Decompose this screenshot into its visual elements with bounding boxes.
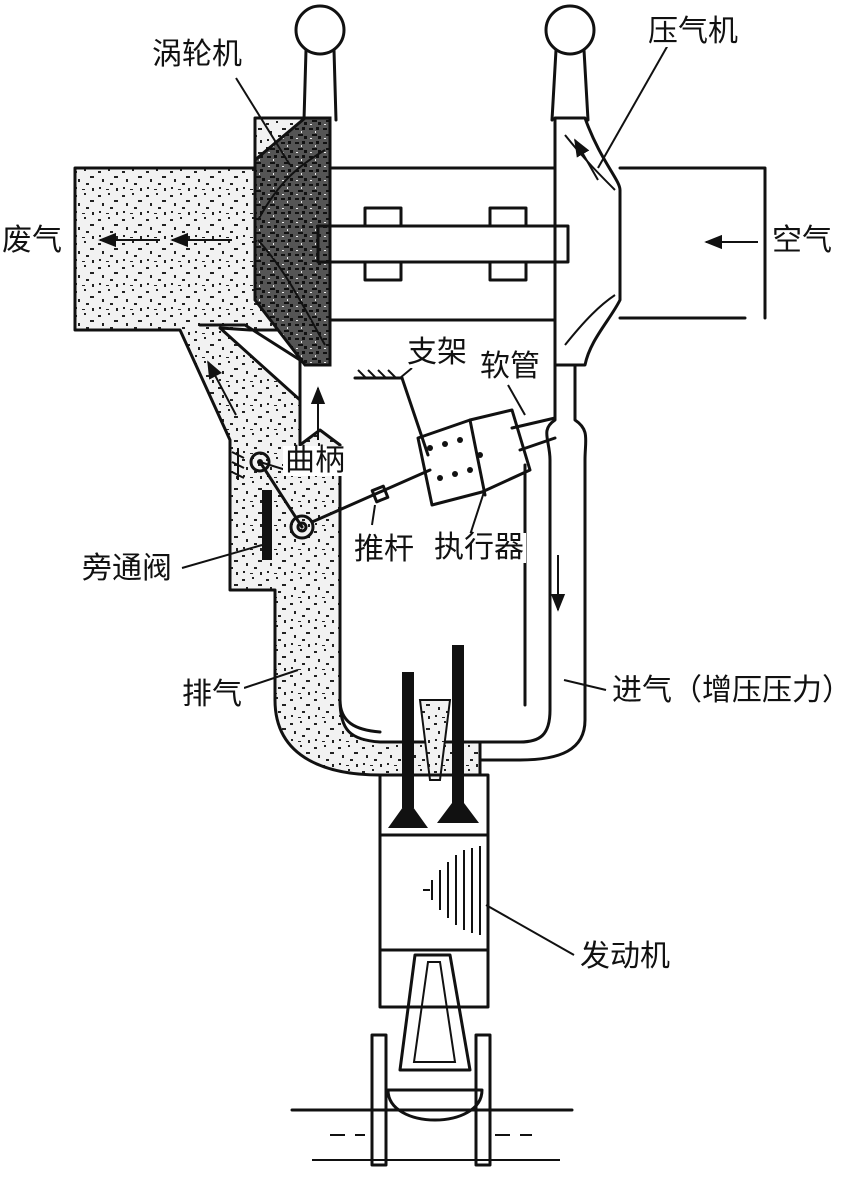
turbine-knob bbox=[294, 4, 346, 122]
label-exhaust-out: 废气 bbox=[0, 223, 64, 258]
leader-turbine bbox=[235, 77, 291, 166]
actuator bbox=[416, 408, 532, 507]
bearing-left-bottom bbox=[363, 260, 403, 282]
leader-engine bbox=[485, 904, 575, 956]
label-bracket: 支架 bbox=[405, 335, 469, 370]
leader-bypass-valve bbox=[181, 544, 263, 569]
label-exhaust: 排气 bbox=[180, 677, 244, 712]
label-compressor: 压气机 bbox=[646, 14, 740, 49]
compressor-inlet-housing bbox=[618, 166, 767, 320]
label-hose: 软管 bbox=[478, 349, 542, 384]
engine-cylinder bbox=[378, 773, 490, 1009]
bearing-right-top bbox=[488, 206, 528, 228]
bearing-right-bottom bbox=[488, 260, 528, 282]
compressor-wheel bbox=[553, 116, 622, 367]
connecting-rod bbox=[386, 953, 484, 1122]
intake-manifold bbox=[478, 363, 588, 762]
label-actuator: 执行器 bbox=[432, 530, 526, 565]
leader-push-rod bbox=[371, 504, 376, 526]
turbine-wheel bbox=[253, 116, 332, 367]
bearing-left-top bbox=[363, 206, 403, 228]
hose bbox=[510, 416, 557, 452]
label-intake: 进气（增压压力） bbox=[610, 676, 849, 706]
leader-crank bbox=[259, 461, 287, 471]
leader-hose bbox=[507, 384, 526, 416]
compressor-flow-arrow bbox=[574, 138, 599, 181]
shaft-housing bbox=[328, 166, 557, 322]
bypass-passage-wall bbox=[198, 323, 302, 402]
bypass-flow-arrow bbox=[207, 360, 237, 416]
intake-valve bbox=[437, 645, 479, 823]
label-push-rod: 推杆 bbox=[352, 532, 416, 567]
label-bypass-valve: 旁通阀 bbox=[80, 551, 174, 586]
bracket bbox=[353, 369, 430, 457]
label-crank: 曲柄 bbox=[283, 443, 347, 478]
label-turbine: 涡轮机 bbox=[150, 37, 244, 72]
push-rod bbox=[310, 468, 432, 524]
leader-compressor bbox=[597, 44, 669, 169]
leader-exhaust bbox=[243, 669, 299, 689]
crankshaft-base bbox=[290, 1033, 574, 1167]
leader-bracket bbox=[399, 367, 413, 379]
label-air-in: 空气 bbox=[770, 223, 834, 258]
crank bbox=[258, 460, 315, 540]
compressor-knob bbox=[544, 4, 596, 122]
leader-intake bbox=[563, 679, 607, 691]
label-engine: 发动机 bbox=[578, 939, 672, 974]
turbo-shaft bbox=[316, 224, 570, 264]
leader-actuator bbox=[469, 491, 485, 536]
